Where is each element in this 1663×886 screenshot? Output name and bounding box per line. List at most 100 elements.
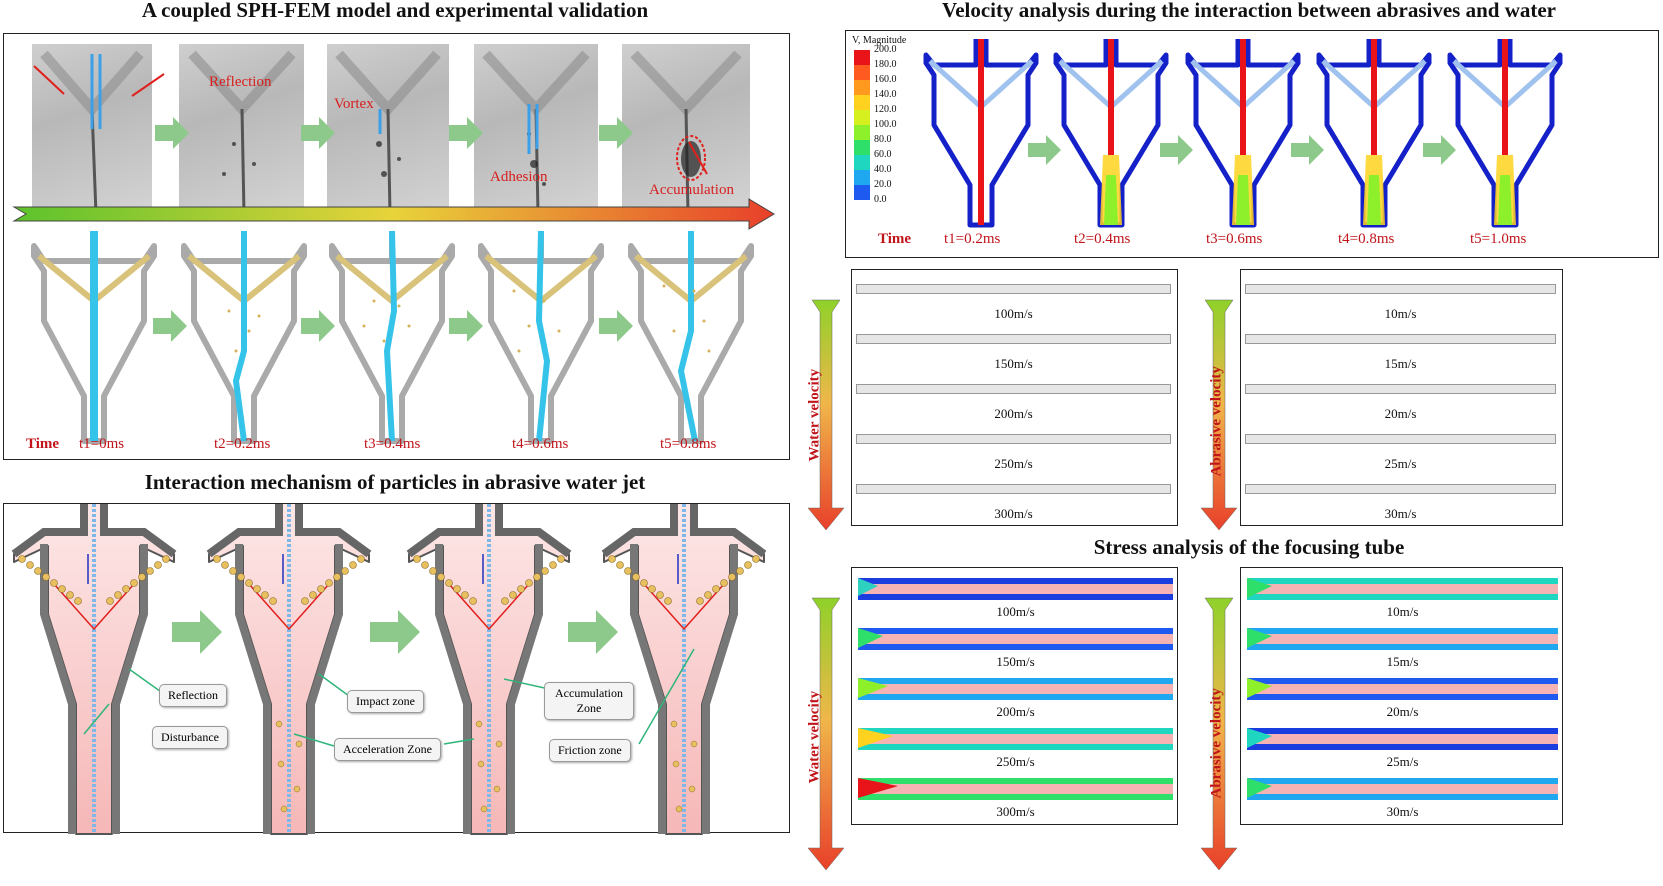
legend-tick-label: 200.0 [874,44,897,55]
abrasive-speed-4: 25m/s [1384,456,1417,471]
velocity-nozzle-3 [1185,39,1301,228]
abrasive-speed-3: 20m/s [1384,406,1417,421]
velocity-nozzle-5 [1447,39,1563,228]
legend-tick-label: 20.0 [874,179,892,190]
stress-water-speed-3: 200m/s [996,704,1035,719]
legend-tick-label: 0.0 [874,194,887,205]
label-accumulation: Accumulation [649,182,734,198]
velocity-progress-arrows [1028,135,1456,165]
stress-abrasive-group-3: 20m/s [1247,676,1558,726]
stress-abrasive-speed-2: 15m/s [1386,654,1419,669]
stress-abrasive-speed-3: 20m/s [1386,704,1419,719]
mechanism-nozzle-2 [206,504,372,835]
stress-water-group-1: 100m/s [858,576,1173,626]
stress-water-speed-4: 250m/s [996,754,1035,769]
vel-time-t1: t1=0.2ms [944,231,1001,247]
stress-water-tube-2 [858,628,1173,650]
velocity-nozzle-2 [1053,39,1169,228]
legend-color-swatch [854,50,870,65]
legend-color-swatch [854,125,870,140]
panel-interaction-mechanism: Reflection Disturbance Impact zone Accel… [3,503,790,835]
legend-color-swatch [854,155,870,170]
water-speed-2: 150m/s [994,356,1033,371]
abrasive-velocity-arrow-bottom [1200,597,1238,871]
stress-water-group-4: 250m/s [858,726,1173,776]
water-speed-1: 100m/s [994,306,1033,321]
stress-abrasive-tube-4 [1247,728,1558,750]
vel-time-t5: t5=1.0ms [1470,231,1527,247]
abrasive-tube-group-3: 20m/s [1245,376,1556,424]
water-tube-group-5: 300m/s [856,476,1171,524]
abrasive-tube-5 [1245,484,1556,494]
sim-time-t2: t2=0.2ms [214,436,271,452]
panel-water-velocity-particles: 100m/s 150m/s 200m/s 250m/s 300m/s [851,269,1178,526]
legend-tick-label: 160.0 [874,74,897,85]
callout-impact-zone: Impact zone [347,690,424,713]
sim-time-t3: t3=0.4ms [364,436,421,452]
abrasive-tube-3 [1245,384,1556,394]
vel-time-label: Time [878,231,912,247]
stress-abrasive-group-2: 15m/s [1247,626,1558,676]
sph-nozzle-2 [181,231,307,444]
vel-time-t4: t4=0.8ms [1338,231,1395,247]
abrasive-velocity-label-top: Abrasive velocity [1208,366,1225,477]
stress-abrasive-speed-4: 25m/s [1386,754,1419,769]
stress-water-tube-1 [858,578,1173,600]
water-velocity-arrow-bottom [807,597,845,871]
sim-time-label: Time [26,436,60,452]
stress-water-speed-1: 100m/s [996,604,1035,619]
stress-water-tube-4 [858,728,1173,750]
stress-abrasive-speed-5: 30m/s [1386,804,1419,819]
stress-abrasive-speed-1: 10m/s [1386,604,1419,619]
title-sph-fem: A coupled SPH-FEM model and experimental… [141,0,649,22]
callout-accumulation-zone: Accumulation Zone [544,682,634,720]
water-tube-group-2: 150m/s [856,326,1171,374]
velocity-nozzle-1 [923,39,1039,228]
abrasive-tube-1 [1245,284,1556,294]
legend-color-swatch [854,185,870,200]
velocity-legend-bar [854,50,870,200]
callout-acceleration-zone: Acceleration Zone [334,738,441,761]
vel-time-t3: t3=0.6ms [1206,231,1263,247]
callout-disturbance: Disturbance [152,726,228,749]
legend-tick-label: 40.0 [874,164,892,175]
legend-tick-label: 140.0 [874,89,897,100]
legend-title: V, Magnitude [852,35,907,46]
abrasive-particles [227,284,711,353]
stress-water-group-2: 150m/s [858,626,1173,676]
stress-abrasive-tube-2 [1247,628,1558,650]
sph-nozzle-3 [329,230,455,444]
water-tube-4 [856,434,1171,444]
water-velocity-label-top: Water velocity [806,368,823,462]
progression-arrows-panel1 [153,117,633,342]
water-tube-group-1: 100m/s [856,276,1171,324]
legend-color-swatch [854,95,870,110]
title-interaction-mechanism: Interaction mechanism of particles in ab… [144,470,646,494]
stress-water-tube-3 [858,678,1173,700]
stress-water-speed-5: 300m/s [996,804,1035,819]
legend-tick-label: 60.0 [874,149,892,160]
stress-water-speed-2: 150m/s [996,654,1035,669]
velocity-nozzle-4 [1316,39,1432,228]
sim-time-t1: t1=0ms [79,436,125,452]
water-velocity-label-bottom: Water velocity [806,690,823,784]
stress-abrasive-tube-5 [1247,778,1558,800]
legend-color-swatch [854,65,870,80]
sph-nozzle-simulations [31,230,754,444]
velocity-nozzle-simulations [923,39,1563,228]
panel-sph-fem: Reflection Vortex Adhesion Accumulation [3,33,790,460]
legend-tick-label: 120.0 [874,104,897,115]
label-reflection: Reflection [209,74,272,90]
callout-friction-zone: Friction zone [549,739,631,762]
title-stress-analysis: Stress analysis of the focusing tube [1093,535,1405,559]
stress-abrasive-tube-3 [1247,678,1558,700]
abrasive-speed-2: 15m/s [1384,356,1417,371]
panel-stress-abrasive-velocity: 10m/s 15m/s 20m/s 25m/s 30m/s [1240,567,1563,825]
water-tube-1 [856,284,1171,294]
water-tube-2 [856,334,1171,344]
sim-time-t4: t4=0.6ms [512,436,569,452]
sph-nozzle-1 [31,231,157,444]
